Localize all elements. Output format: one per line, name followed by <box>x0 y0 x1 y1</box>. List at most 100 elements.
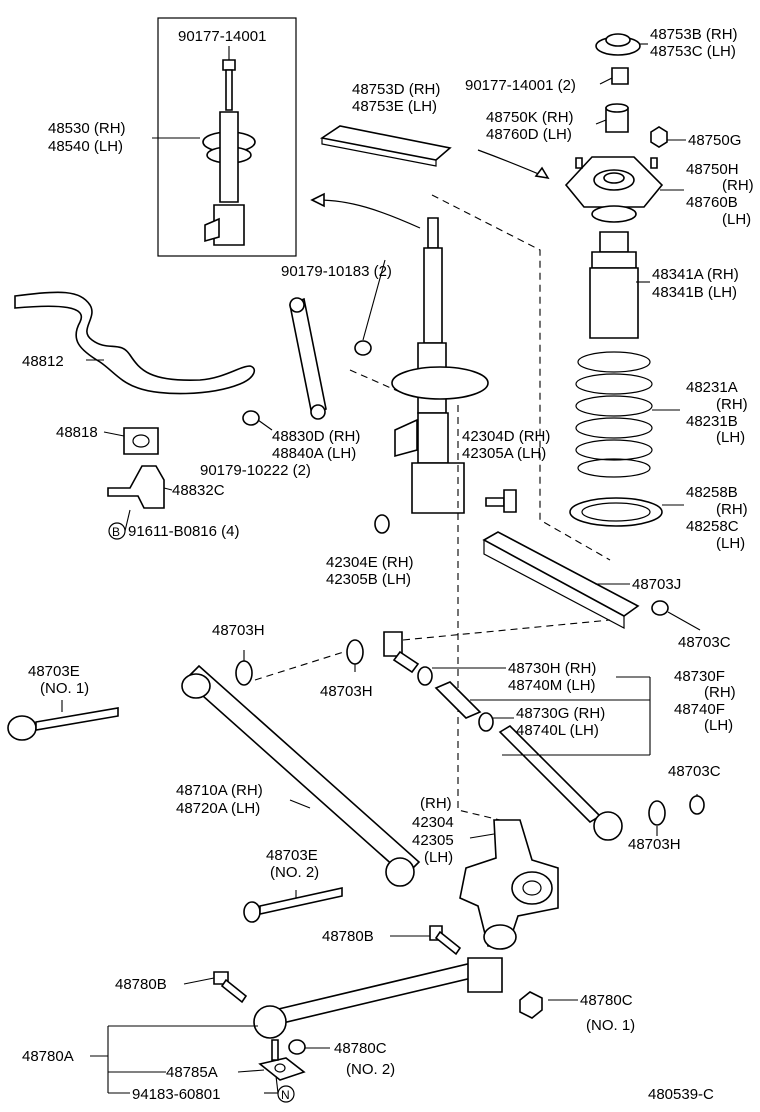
nut-90177 <box>611 67 629 85</box>
label-48840A: 48840A (LH) <box>272 445 356 462</box>
bump-stopper-48341 <box>589 231 639 339</box>
label-90179-10183: 90179-10183 (2) <box>281 263 392 280</box>
nut-48703C-b <box>689 795 705 815</box>
label-48703C-a: 48703C <box>678 634 731 651</box>
label-48540: 48540 (LH) <box>48 138 123 155</box>
bolt-48780B-b <box>213 971 248 1004</box>
label-48703H-a: 48703H <box>212 622 265 639</box>
bearing-48750K <box>605 103 629 133</box>
bushing-48703H-b <box>346 639 364 665</box>
label-90177-14001-2: 90177-14001 (2) <box>465 77 576 94</box>
label-48730F-rh: (RH) <box>704 684 736 701</box>
label-48780C-no2-sub: (NO. 2) <box>346 1061 395 1078</box>
arm-48730F <box>383 631 623 841</box>
nut-48780C-no1 <box>519 991 543 1019</box>
label-48760B-lh: (LH) <box>722 211 751 228</box>
shock-absorber-strut <box>391 217 489 514</box>
coil-spring-48231 <box>575 351 653 478</box>
label-48730F: 48730F <box>674 668 725 685</box>
guide-arm <box>402 619 611 641</box>
label-48830D: 48830D (RH) <box>272 428 360 445</box>
nut-48750G <box>650 126 668 148</box>
label-42305B: 42305B (LH) <box>326 571 411 588</box>
label-42304D: 42304D (RH) <box>462 428 550 445</box>
label-48750H: 48750H <box>686 161 739 178</box>
diagram-id: 480539-C <box>648 1086 714 1103</box>
knuckle-42304 <box>459 819 559 950</box>
bushing-48703H-c <box>648 800 666 826</box>
label-42305-lh: (LH) <box>424 849 453 866</box>
stabilizer-link-48830D <box>289 297 327 420</box>
arrow-head-mount <box>534 166 550 180</box>
label-48760B: 48760B <box>686 194 738 211</box>
label-48231B-lh: (LH) <box>716 429 745 446</box>
spring-insulator-48258 <box>569 497 663 527</box>
label-48703E-no2: 48703E <box>266 847 318 864</box>
arrow-head-inset <box>310 192 325 208</box>
label-48750H-rh: (RH) <box>722 177 754 194</box>
label-48730G: 48730G (RH) <box>516 705 605 722</box>
stabilizer-bushing-48818 <box>123 427 159 455</box>
guide-strut-spring <box>431 194 611 561</box>
bushing-48703H-a <box>235 660 253 686</box>
label-48703J: 48703J <box>632 576 681 593</box>
label-48818: 48818 <box>56 424 98 441</box>
label-48780B-b: 48780B <box>115 976 167 993</box>
label-48231A: 48231A <box>686 379 738 396</box>
plate-48785A <box>258 1039 306 1081</box>
label-48753C: 48753C (LH) <box>650 43 736 60</box>
label-42304: 42304 <box>412 814 454 831</box>
circle-b-icon <box>108 522 126 540</box>
label-48785A: 48785A <box>166 1064 218 1081</box>
bolt-48703E-no2 <box>243 887 343 923</box>
label-48750G: 48750G <box>688 132 741 149</box>
label-42304E: 42304E (RH) <box>326 554 414 571</box>
bolt-48780B-a <box>429 925 462 956</box>
label-48258C: 48258C <box>686 518 739 535</box>
label-48780C-no1-sub: (NO. 1) <box>586 1017 635 1034</box>
label-48750K: 48750K (RH) <box>486 109 574 126</box>
label-48341B: 48341B (LH) <box>652 284 737 301</box>
circle-n-icon <box>277 1085 295 1103</box>
label-42304-rh: (RH) <box>420 795 452 812</box>
label-48710A: 48710A (RH) <box>176 782 263 799</box>
label-91611-B0816: 91611-B0816 (4) <box>128 523 239 540</box>
label-48231A-rh: (RH) <box>716 396 748 413</box>
label-48740F: 48740F <box>674 701 725 718</box>
support-assy-48750H <box>564 156 664 223</box>
nut-90179-10222 <box>242 410 260 426</box>
label-48780B-a: 48780B <box>322 928 374 945</box>
crossmember-48703J <box>482 531 640 629</box>
label-48703E-no1-sub: (NO. 1) <box>40 680 89 697</box>
nut-48703C-a <box>651 600 669 616</box>
stabilizer-bar-48812 <box>14 291 256 395</box>
bushing-42304E <box>374 514 390 534</box>
label-48780C-no2: 48780C <box>334 1040 387 1057</box>
label-circle-n: N <box>281 1088 290 1102</box>
label-48341A: 48341A (RH) <box>652 266 739 283</box>
label-48760D: 48760D (LH) <box>486 126 572 143</box>
bracket-48832C <box>107 465 165 509</box>
label-circle-b: B <box>112 525 120 539</box>
label-48740M: 48740M (LH) <box>508 677 596 694</box>
label-48703E-no2-sub: (NO. 2) <box>270 864 319 881</box>
arrow-to-inset <box>317 199 421 229</box>
label-90177-14001-top: 90177-14001 <box>178 28 266 45</box>
label-48258B: 48258B <box>686 484 738 501</box>
upper-support-cap <box>595 33 641 56</box>
arm-48710A <box>181 664 421 887</box>
label-42305: 42305 <box>412 832 454 849</box>
label-94183-60801: 94183-60801 <box>132 1086 220 1103</box>
spring-seat-48753D <box>319 125 452 167</box>
label-48832C: 48832C <box>172 482 225 499</box>
label-48703E-no1: 48703E <box>28 663 80 680</box>
label-48753B: 48753B (RH) <box>650 26 738 43</box>
label-48258B-rh: (RH) <box>716 501 748 518</box>
label-48530: 48530 (RH) <box>48 120 126 137</box>
label-48740F-lh: (LH) <box>704 717 733 734</box>
bolt-48703E-no1 <box>7 707 119 741</box>
label-48231B: 48231B <box>686 413 738 430</box>
label-48753E: 48753E (LH) <box>352 98 437 115</box>
label-48258C-lh: (LH) <box>716 535 745 552</box>
